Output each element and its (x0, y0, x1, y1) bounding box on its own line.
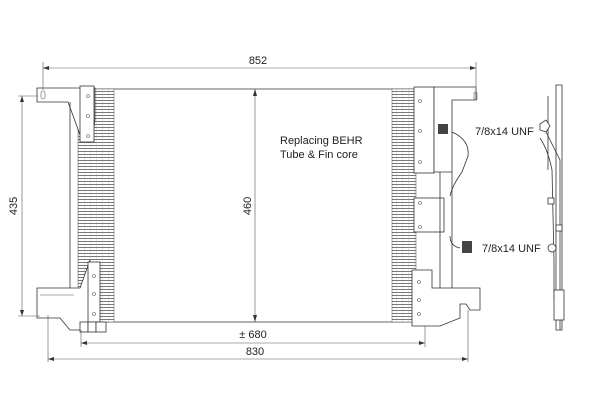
dimension-460-label: 460 (242, 197, 254, 215)
note-line-1: Replacing BEHR (280, 135, 363, 147)
upper-fitting-label: 7/8x14 UNF (475, 126, 534, 138)
dimension-852-label: 852 (249, 55, 267, 67)
dimension-830: 830 (47, 310, 469, 362)
lower-fitting-label: 7/8x14 UNF (482, 243, 541, 255)
dimension-435: 435 (8, 95, 40, 317)
dimension-435-label: 435 (8, 197, 20, 215)
right-tank (411, 86, 481, 327)
dimension-830-label: 830 (246, 346, 264, 358)
note-line-2: Tube & Fin core (280, 149, 358, 161)
dimension-460: 460 (242, 89, 257, 322)
dimension-680: ± 680 (80, 326, 426, 347)
lower-fitting (462, 241, 472, 253)
side-view (539, 84, 565, 331)
left-tank (36, 85, 107, 333)
upper-fitting (438, 124, 448, 134)
dimension-680-label: ± 680 (239, 329, 266, 341)
dimension-852: 852 (42, 55, 477, 90)
